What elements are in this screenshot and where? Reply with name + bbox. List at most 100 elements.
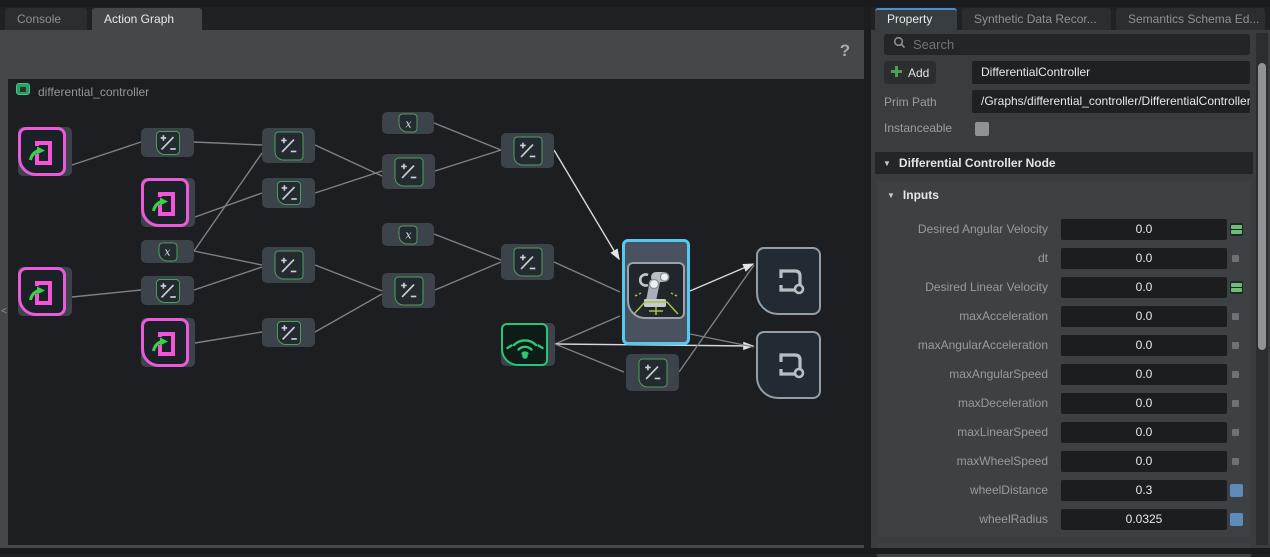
graph-edge — [193, 250, 263, 266]
default-value-dot[interactable] — [1232, 313, 1239, 320]
graph-node-event-3[interactable] — [18, 267, 72, 316]
graph-node-add-10[interactable] — [501, 244, 554, 280]
tab-property[interactable]: Property — [875, 8, 957, 30]
default-value-dot[interactable] — [1232, 255, 1239, 262]
input-value-field[interactable]: 0.0 — [1061, 364, 1227, 385]
graph-node-event-2[interactable] — [141, 178, 195, 227]
graph-node-mul-2[interactable]: x — [382, 112, 434, 134]
graph-node-add-2[interactable] — [141, 276, 194, 305]
connected-attribute-icon[interactable] — [1230, 223, 1243, 236]
input-value-field[interactable]: 0.0 — [1061, 248, 1227, 269]
add-subtract-icon — [517, 251, 539, 273]
broadcast-icon — [504, 327, 546, 363]
input-row-maxwheelspeed: maxWheelSpeed 0.0 — [877, 451, 1251, 472]
input-label: Desired Linear Velocity — [925, 280, 1048, 294]
input-value-field[interactable]: 0.3 — [1061, 480, 1227, 501]
plus-icon — [890, 65, 903, 81]
prim-path-field[interactable]: /Graphs/differential_controller/Differen… — [972, 90, 1250, 113]
tab-semantics-schema-ed[interactable]: Semantics Schema Ed... — [1116, 8, 1265, 30]
chevron-down-icon: ▼ — [883, 158, 891, 168]
input-value-field[interactable]: 0.0 — [1061, 306, 1227, 327]
graph-node-event-4[interactable] — [141, 318, 195, 367]
search-placeholder: Search — [913, 37, 955, 52]
graph-edge — [314, 293, 383, 333]
graph-node-add-1[interactable] — [141, 128, 194, 157]
add-subtract-icon — [278, 254, 300, 276]
graph-node-add-9[interactable] — [501, 133, 554, 168]
input-value-field[interactable]: 0.0 — [1061, 422, 1227, 443]
graph-edge — [193, 152, 263, 252]
tab-console[interactable]: Console — [5, 8, 87, 30]
graph-node-add-5[interactable] — [262, 247, 315, 283]
tab-action-graph[interactable]: Action Graph — [92, 8, 202, 30]
graph-node-add-3[interactable] — [262, 128, 315, 163]
input-value-field[interactable]: 0.0 — [1061, 277, 1227, 298]
default-value-dot[interactable] — [1232, 458, 1239, 465]
input-value-field[interactable]: 0.0325 — [1061, 509, 1227, 530]
graph-node-write-2[interactable] — [756, 331, 821, 399]
graph-node-add-6[interactable] — [262, 318, 315, 347]
multiply-icon: x — [160, 244, 176, 260]
graph-edge — [554, 315, 621, 345]
default-value-dot[interactable] — [1232, 342, 1239, 349]
graph-node-write-1[interactable] — [756, 247, 821, 315]
input-value-field[interactable]: 0.0 — [1061, 393, 1227, 414]
graph-node-event-1[interactable] — [18, 127, 72, 176]
tab-synthetic-data-recor[interactable]: Synthetic Data Recor... — [962, 8, 1111, 30]
section-inputs[interactable]: ▼ Inputs — [887, 188, 939, 202]
connected-attribute-icon[interactable] — [1230, 281, 1243, 294]
input-label: Desired Angular Velocity — [917, 222, 1048, 236]
graph-node-mul-1[interactable]: x — [141, 240, 194, 263]
section-differential-controller-node[interactable]: ▼ Differential Controller Node — [875, 152, 1253, 174]
input-label: wheelDistance — [969, 483, 1048, 497]
loop-event-icon — [149, 187, 181, 219]
default-value-dot[interactable] — [1232, 429, 1239, 436]
input-label: maxLinearSpeed — [957, 425, 1048, 439]
instanceable-label: Instanceable — [884, 121, 953, 135]
graph-node-add-11[interactable] — [626, 354, 679, 391]
instanceable-checkbox[interactable] — [975, 122, 989, 136]
prim-path-label: Prim Path — [884, 95, 937, 109]
prim-name-field[interactable]: DifferentialController — [972, 61, 1250, 84]
graph-node-signal-1[interactable] — [501, 323, 555, 366]
input-value-field[interactable]: 0.0 — [1061, 451, 1227, 472]
input-label: dt — [1037, 251, 1048, 265]
color-swatch[interactable] — [1230, 513, 1243, 526]
add-button[interactable]: Add — [884, 61, 936, 84]
default-value-dot[interactable] — [1232, 400, 1239, 407]
graph-edge — [193, 141, 263, 146]
input-value-field[interactable]: 0.0 — [1061, 335, 1227, 356]
loop-event-icon — [26, 276, 58, 308]
input-row-wheelradius: wheelRadius 0.0325 — [877, 509, 1251, 530]
graph-edge — [433, 122, 502, 151]
default-value-dot[interactable] — [1232, 371, 1239, 378]
graph-edge — [553, 261, 621, 293]
graph-node-differential-controller-selected[interactable] — [622, 239, 690, 345]
input-label: maxWheelSpeed — [956, 454, 1048, 468]
scrollbar[interactable] — [1256, 33, 1268, 545]
add-subtract-icon — [278, 322, 300, 344]
graph-node-add-8[interactable] — [382, 273, 435, 308]
multiply-icon: x — [400, 227, 416, 243]
input-label: wheelRadius — [979, 512, 1048, 526]
graph-node-add-7[interactable] — [382, 154, 435, 189]
add-subtract-icon — [398, 161, 420, 183]
help-icon[interactable]: ? — [839, 41, 851, 60]
search-input[interactable]: Search — [884, 34, 1250, 55]
add-button-label: Add — [908, 65, 930, 80]
svg-text:x: x — [405, 117, 412, 130]
graph-node-mul-3[interactable]: x — [382, 223, 434, 246]
graph-edge — [71, 141, 142, 166]
collapse-arrow-icon[interactable]: < — [1, 306, 7, 317]
input-value-field[interactable]: 0.0 — [1061, 219, 1227, 240]
input-row-maxlinearspeed: maxLinearSpeed 0.0 — [877, 422, 1251, 443]
window-bottom-strip — [0, 548, 1270, 554]
graph-edge — [71, 289, 142, 298]
scrollbar-thumb[interactable] — [1258, 63, 1266, 350]
color-swatch[interactable] — [1230, 484, 1243, 497]
pane-splitter[interactable] — [864, 7, 871, 554]
graph-node-add-4[interactable] — [262, 178, 315, 208]
graph-edge — [689, 333, 755, 348]
